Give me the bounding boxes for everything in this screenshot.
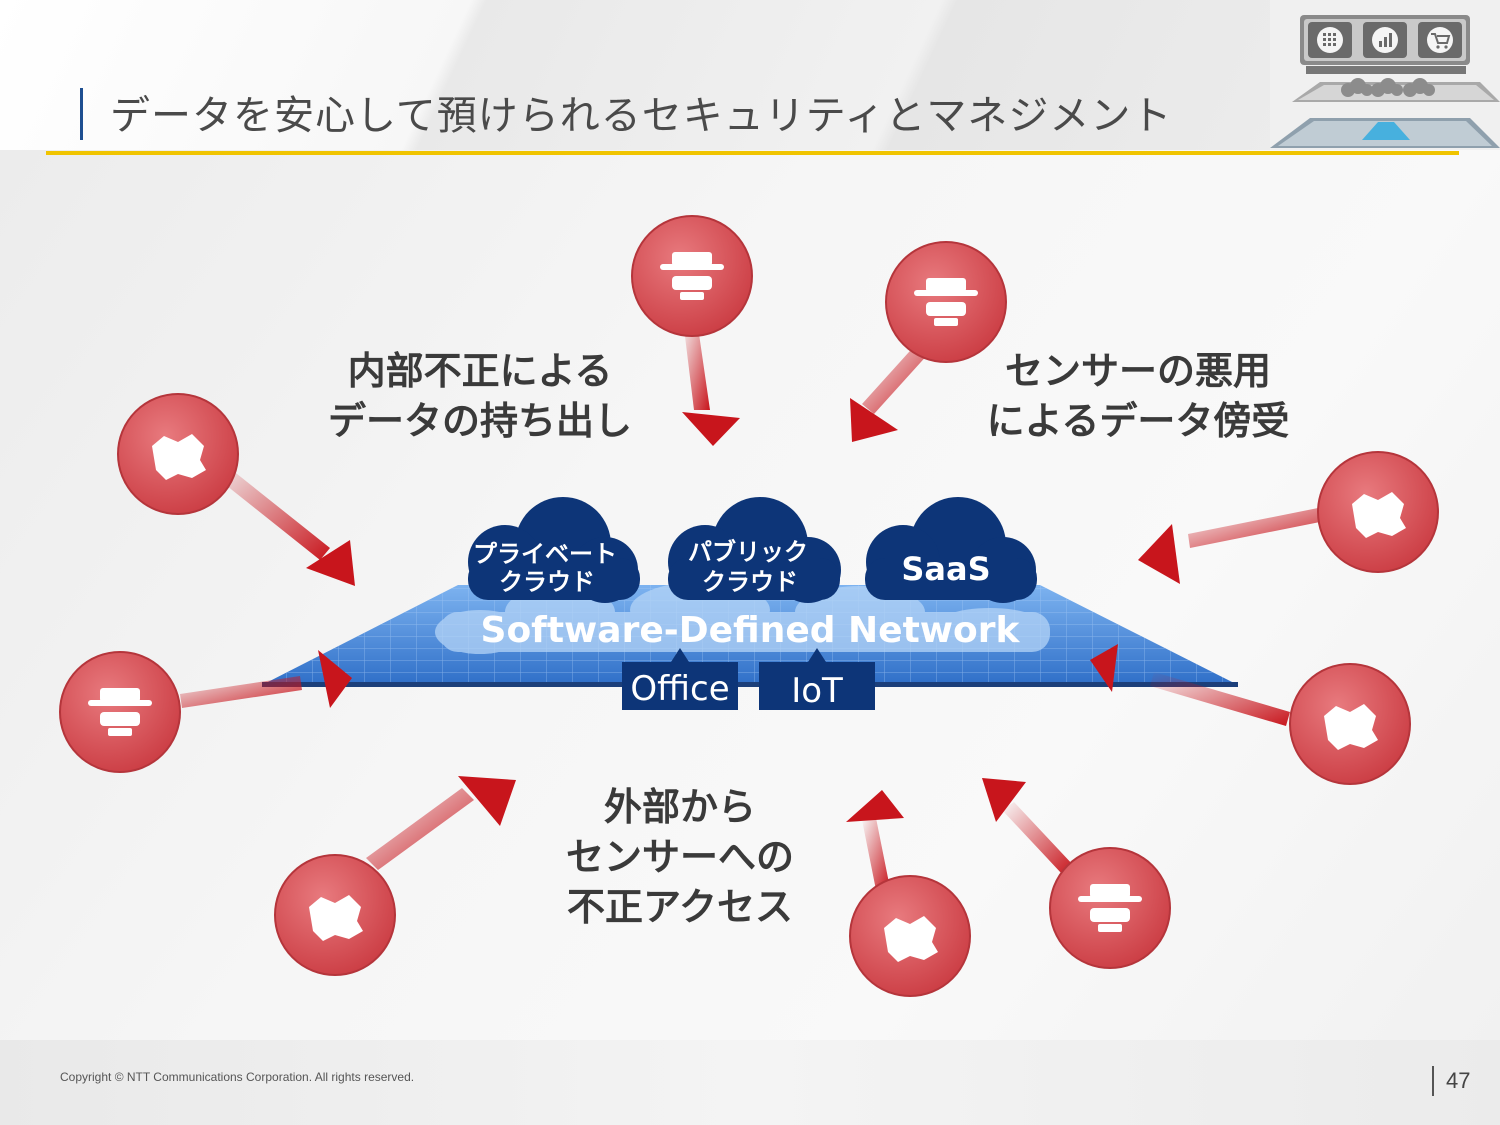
page-number-divider xyxy=(1432,1066,1434,1096)
virus-threat-left xyxy=(117,393,239,515)
threat-arrow xyxy=(1138,508,1320,584)
sensor-abuse-line-1: センサーの悪用 xyxy=(1004,349,1271,393)
external-threat-line-2: センサーへの xyxy=(565,835,794,879)
virus-threat-bottom-left xyxy=(274,854,396,976)
header-background xyxy=(0,0,1500,150)
hacker-threat-bottom-right xyxy=(1049,847,1171,969)
threat-arrow xyxy=(180,650,352,708)
hacker-threat-left xyxy=(59,651,181,773)
analytics-icon xyxy=(1363,22,1407,58)
hacker-threat-topright xyxy=(885,241,1007,363)
hacker-hat-icon xyxy=(1078,884,1142,932)
external-threat-label: 外部から センサーへの 不正アクセス xyxy=(520,782,840,932)
virus-monster-icon xyxy=(152,434,206,480)
internal-threat-line-2: データの持ち出し xyxy=(327,399,632,443)
threat-arrow xyxy=(212,462,355,586)
cloud-label-public-2: クラウド xyxy=(702,568,798,596)
threat-arrow xyxy=(682,320,740,446)
virus-monster-icon xyxy=(884,916,938,962)
threat-arrow xyxy=(850,342,930,442)
cloud-label-private-2: クラウド xyxy=(499,568,595,596)
corner-illustration xyxy=(1270,0,1500,150)
office-label: Office xyxy=(630,669,729,709)
iot-label: IoT xyxy=(791,671,843,711)
threat-arrow xyxy=(846,790,904,890)
hacker-threat-top xyxy=(631,215,753,337)
iot-box xyxy=(759,648,875,710)
hacker-hat-icon xyxy=(660,252,724,300)
hacker-hat-icon xyxy=(88,688,152,736)
title-accent-bar xyxy=(80,88,83,140)
sdn-platform xyxy=(262,582,1238,687)
threat-arrow xyxy=(366,776,516,870)
external-threat-line-1: 外部から xyxy=(603,785,756,829)
footer-background xyxy=(0,1040,1500,1125)
threat-arrow xyxy=(1090,644,1290,726)
private-cloud-icon xyxy=(468,497,640,603)
sensor-abuse-label: センサーの悪用 によるデータ傍受 xyxy=(958,346,1318,446)
virus-threat-bottom xyxy=(849,875,971,997)
virus-threat-right xyxy=(1317,451,1439,573)
public-cloud-icon xyxy=(668,497,841,603)
cloud-label-public-1: パブリック xyxy=(688,538,808,566)
cloud-label-private-1: プライベート xyxy=(473,540,617,568)
virus-threat-right-low xyxy=(1289,663,1411,785)
virus-monster-icon xyxy=(1324,704,1378,750)
internal-threat-line-1: 内部不正による xyxy=(347,349,613,393)
cart-icon xyxy=(1418,22,1462,58)
sensor-abuse-line-2: によるデータ傍受 xyxy=(986,399,1290,443)
virus-monster-icon xyxy=(1352,492,1406,538)
title-underline xyxy=(46,151,1459,155)
page-number: 47 xyxy=(1446,1068,1471,1093)
copyright-text: Copyright © NTT Communications Corporati… xyxy=(60,1070,415,1084)
hacker-hat-icon xyxy=(914,278,978,326)
saas-cloud-icon xyxy=(865,497,1037,603)
external-threat-line-3: 不正アクセス xyxy=(566,885,794,929)
cloud-label-saas: SaaS xyxy=(901,550,990,588)
slide-title: データを安心して預けられるセキュリティとマネジメント xyxy=(110,93,1173,139)
threat-arrow xyxy=(982,778,1074,874)
app-grid-icon xyxy=(1308,22,1352,58)
office-box xyxy=(622,648,738,710)
virus-monster-icon xyxy=(309,895,363,941)
internal-threat-label: 内部不正による データの持ち出し xyxy=(300,346,660,446)
sdn-label: Software-Defined Network xyxy=(481,610,1021,651)
